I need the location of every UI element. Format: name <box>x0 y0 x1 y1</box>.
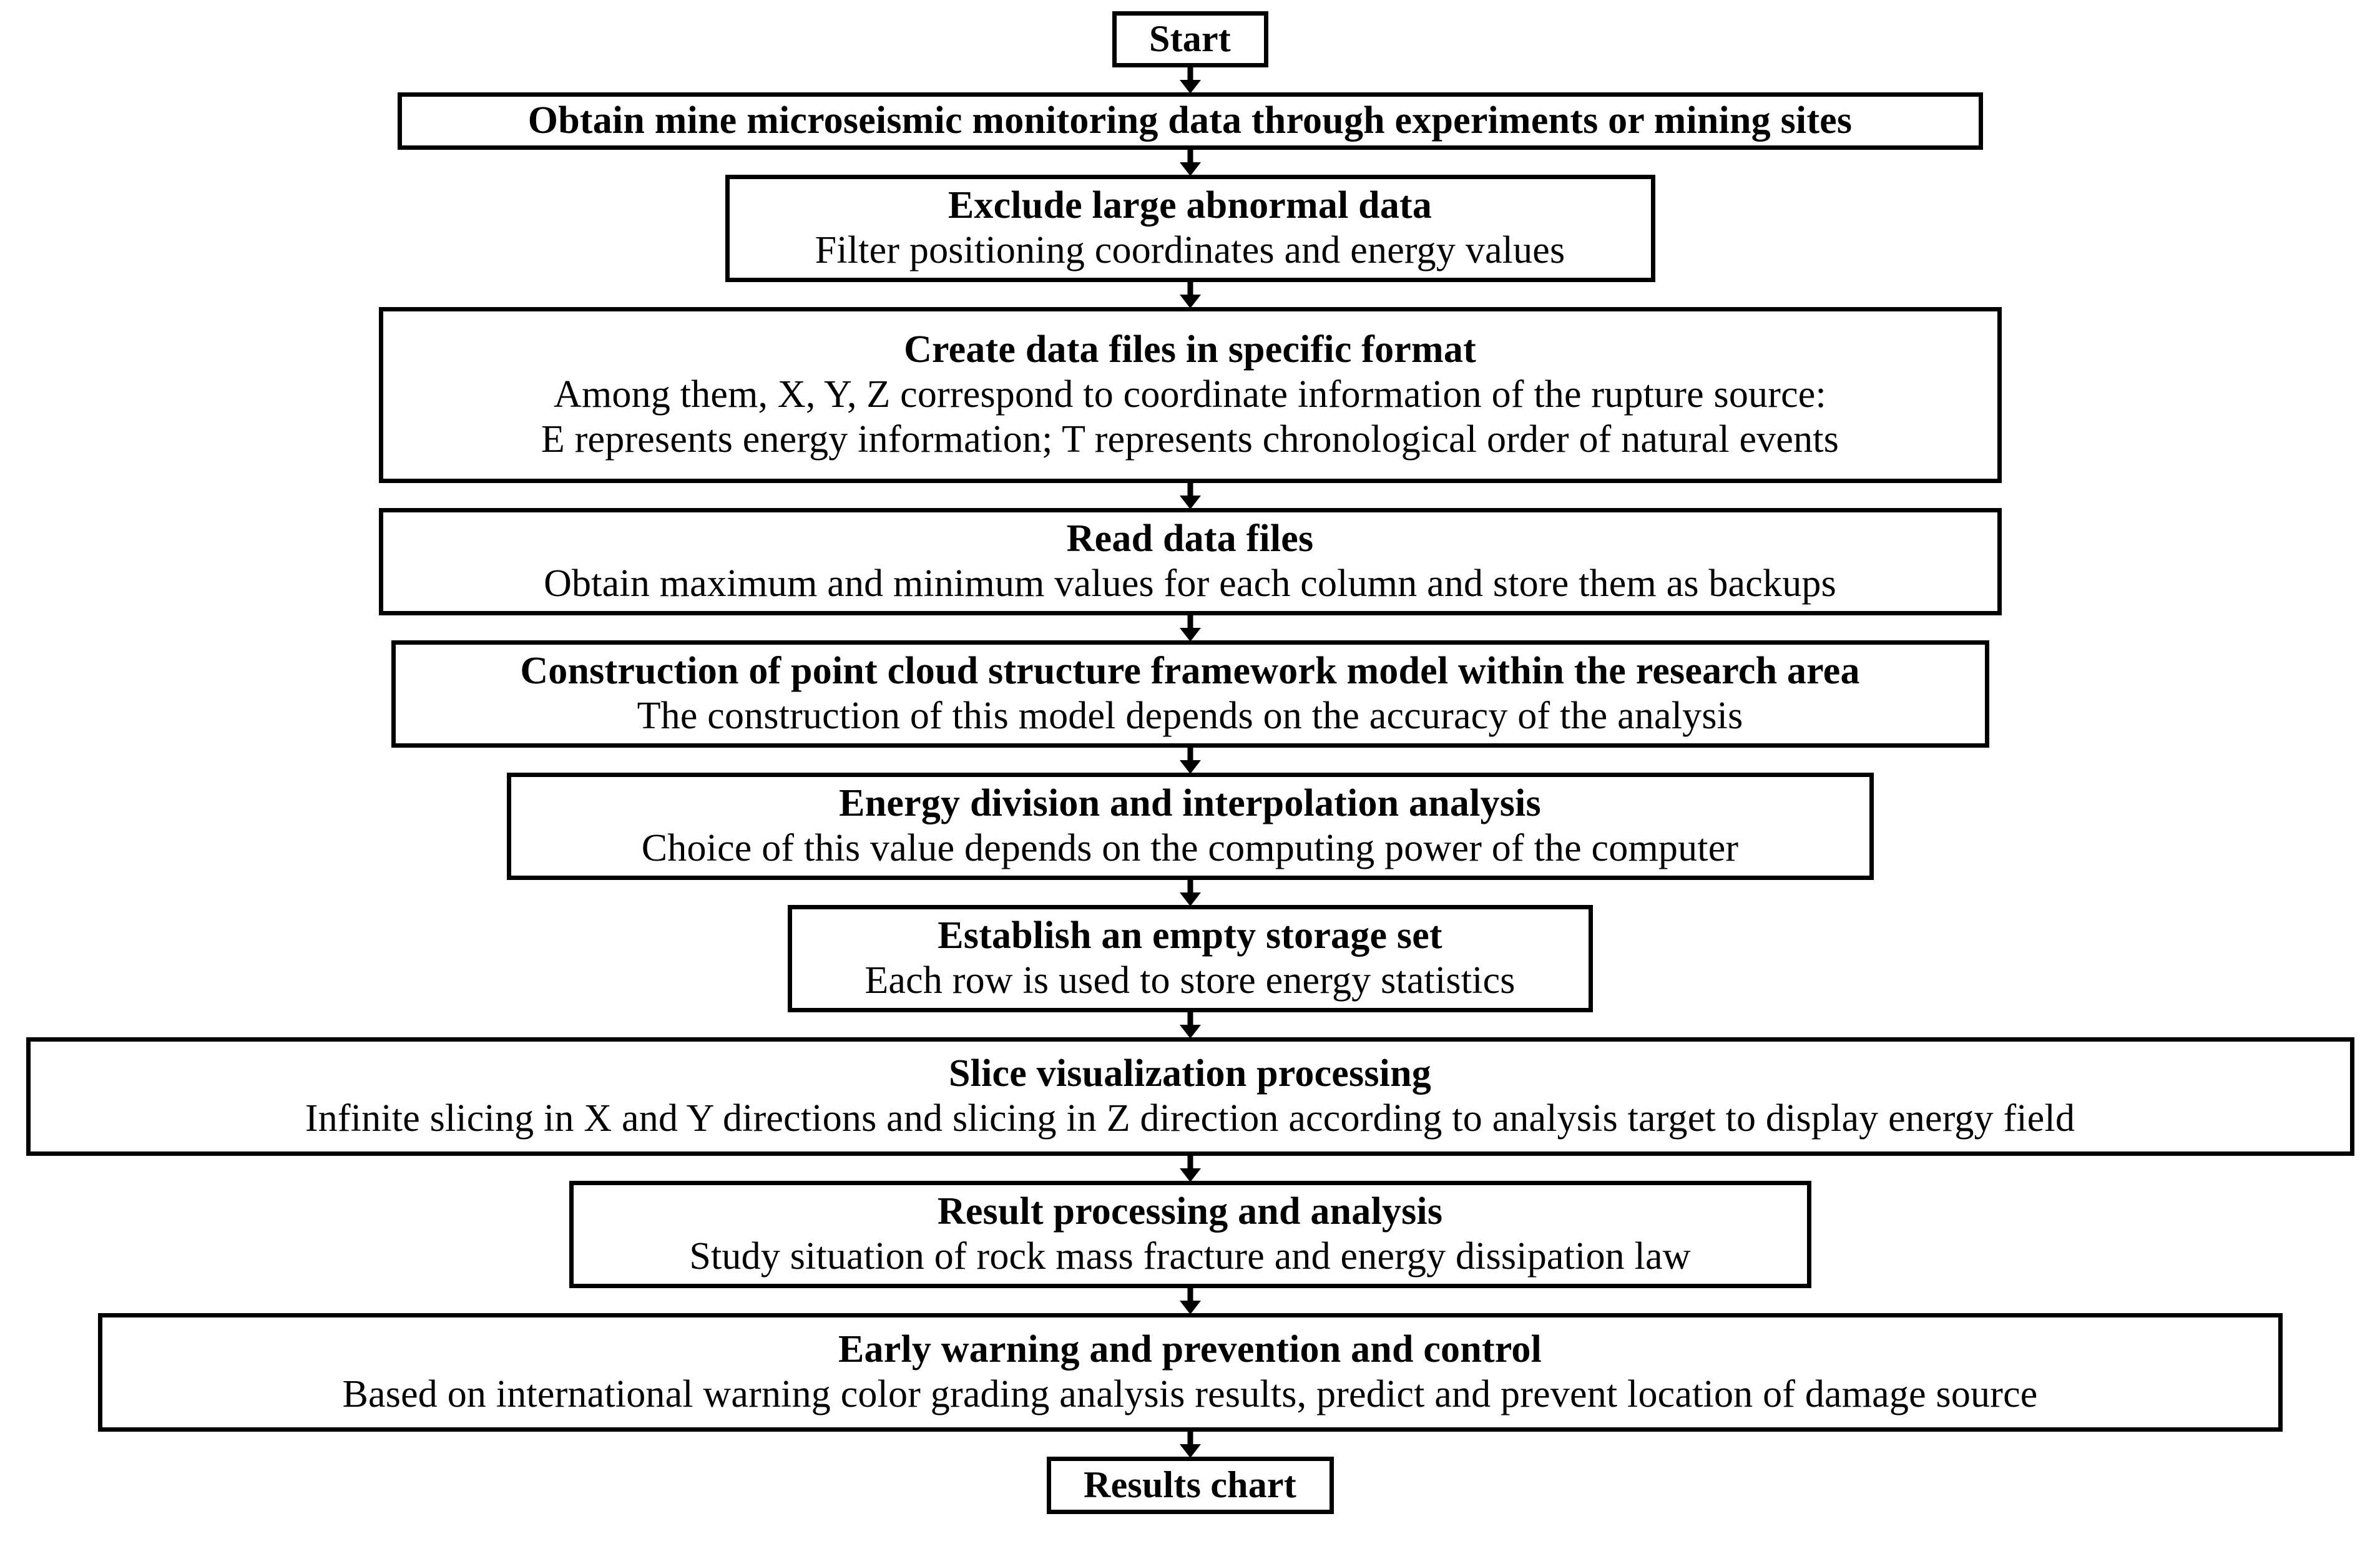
flow-node-obtain-data: Obtain mine microseismic monitoring data… <box>397 92 1983 150</box>
flow-node-read-data-files: Read data files Obtain maximum and minim… <box>378 508 2002 615</box>
arrow-shaft <box>1187 615 1193 630</box>
flow-node-early-warning: Early warning and prevention and control… <box>97 1313 2283 1432</box>
flow-arrow-early-to-results <box>1172 1432 1209 1458</box>
flow-node-early-warning-heading: Early warning and prevention and control <box>838 1328 1542 1371</box>
flow-node-construct-point-cloud-detail: The construction of this model depends o… <box>637 695 1743 737</box>
arrow-head-icon <box>1179 1444 1201 1458</box>
flow-node-establish-storage-set: Establish an empty storage set Each row … <box>787 905 1593 1012</box>
flow-node-create-data-files-detail-1: Among them, X, Y, Z correspond to coordi… <box>554 373 1826 416</box>
flow-node-result-processing-detail: Study situation of rock mass fracture an… <box>689 1235 1691 1278</box>
flow-node-start-heading: Start <box>1149 18 1231 60</box>
flow-node-exclude-abnormal-detail: Filter positioning coordinates and energ… <box>815 229 1565 271</box>
arrow-head-icon <box>1179 628 1201 642</box>
flow-arrow-exclude-to-create <box>1172 282 1209 308</box>
flow-node-exclude-abnormal: Exclude large abnormal data Filter posit… <box>725 175 1655 282</box>
flow-node-results-chart-heading: Results chart <box>1084 1464 1296 1506</box>
flow-node-energy-division: Energy division and interpolation analys… <box>506 773 1874 880</box>
flow-arrow-start-to-obtain <box>1172 67 1209 94</box>
flow-arrow-energy-to-establish <box>1172 880 1209 906</box>
arrow-shaft <box>1187 1288 1193 1303</box>
flow-node-create-data-files: Create data files in specific format Amo… <box>378 307 2002 483</box>
flow-arrow-create-to-read <box>1172 483 1209 509</box>
arrow-shaft <box>1187 1012 1193 1027</box>
flow-node-create-data-files-heading: Create data files in specific format <box>904 328 1476 371</box>
flow-node-slice-visualization-heading: Slice visualization processing <box>948 1052 1431 1095</box>
arrow-head-icon <box>1179 80 1201 94</box>
arrow-head-icon <box>1179 1301 1201 1314</box>
flow-node-result-processing: Result processing and analysis Study sit… <box>569 1181 1811 1288</box>
arrow-head-icon <box>1179 295 1201 308</box>
flow-node-early-warning-detail: Based on international warning color gra… <box>342 1373 2038 1415</box>
flow-node-energy-division-heading: Energy division and interpolation analys… <box>839 782 1541 825</box>
flow-node-read-data-files-detail: Obtain maximum and minimum values for ea… <box>544 562 1836 605</box>
flow-arrow-slice-to-result <box>1172 1156 1209 1182</box>
flow-node-exclude-abnormal-heading: Exclude large abnormal data <box>948 184 1432 227</box>
flow-arrow-construct-to-energy <box>1172 748 1209 774</box>
arrow-head-icon <box>1179 162 1201 176</box>
flow-arrow-establish-to-slice <box>1172 1012 1209 1039</box>
arrow-shaft <box>1187 150 1193 165</box>
arrow-head-icon <box>1179 760 1201 774</box>
flow-arrow-obtain-to-exclude <box>1172 150 1209 176</box>
flow-arrow-result-to-early <box>1172 1288 1209 1314</box>
arrow-shaft <box>1187 880 1193 895</box>
arrow-head-icon <box>1179 496 1201 509</box>
arrow-head-icon <box>1179 1025 1201 1039</box>
arrow-shaft <box>1187 1432 1193 1447</box>
flow-node-obtain-data-heading: Obtain mine microseismic monitoring data… <box>527 99 1853 142</box>
arrow-head-icon <box>1179 1168 1201 1182</box>
flow-node-slice-visualization: Slice visualization processing Infinite … <box>26 1037 2354 1156</box>
flow-node-create-data-files-detail-2: E represents energy information; T repre… <box>541 418 1839 461</box>
flow-node-read-data-files-heading: Read data files <box>1066 517 1314 560</box>
flow-node-establish-storage-set-heading: Establish an empty storage set <box>938 914 1442 957</box>
arrow-shaft <box>1187 483 1193 498</box>
arrow-shaft <box>1187 1156 1193 1171</box>
flow-node-start: Start <box>1112 11 1268 67</box>
flow-node-results-chart: Results chart <box>1046 1457 1334 1514</box>
flow-node-construct-point-cloud-heading: Construction of point cloud structure fr… <box>520 650 1860 693</box>
flow-node-result-processing-heading: Result processing and analysis <box>937 1190 1443 1233</box>
flow-node-establish-storage-set-detail: Each row is used to store energy statist… <box>864 959 1516 1002</box>
flow-node-slice-visualization-detail: Infinite slicing in X and Y directions a… <box>305 1097 2075 1140</box>
arrow-shaft <box>1187 282 1193 297</box>
flow-node-energy-division-detail: Choice of this value depends on the comp… <box>641 827 1739 869</box>
arrow-shaft <box>1187 67 1193 82</box>
arrow-head-icon <box>1179 892 1201 906</box>
flow-node-construct-point-cloud: Construction of point cloud structure fr… <box>391 640 1989 748</box>
flow-arrow-read-to-construct <box>1172 615 1209 642</box>
arrow-shaft <box>1187 748 1193 763</box>
